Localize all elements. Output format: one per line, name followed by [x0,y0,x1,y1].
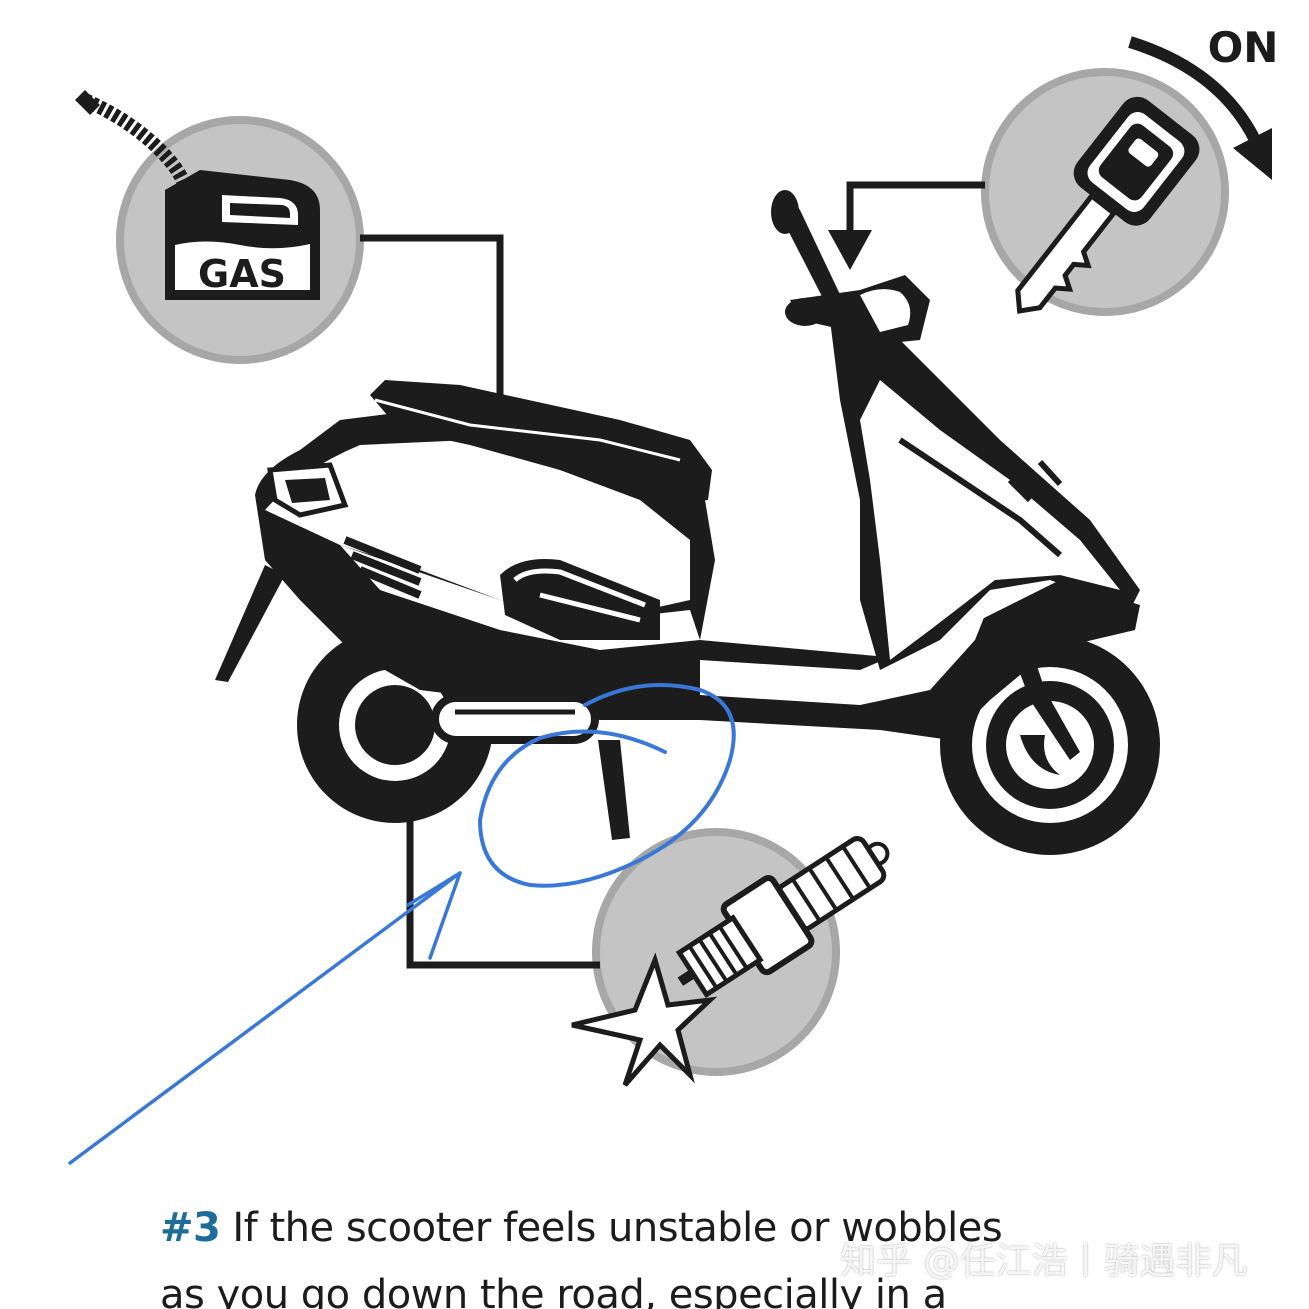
on-label: ON [1208,23,1279,72]
watermark: 知乎 @任江浩丨骑遇非凡 [840,1232,1247,1284]
arrow-down-icon [828,230,872,270]
gas-label: GAS [198,252,286,296]
step-number: #3 [160,1205,220,1251]
paragraph-line-2: as you go down the road, especially in a [160,1272,947,1309]
